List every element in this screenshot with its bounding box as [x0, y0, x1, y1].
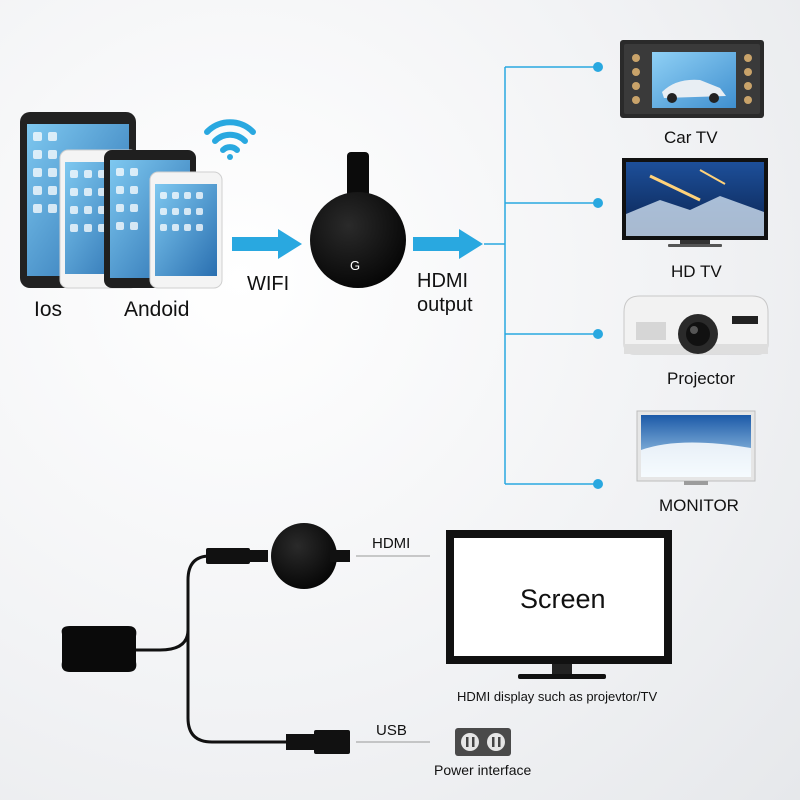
output-label-projector: Projector: [667, 369, 736, 388]
output-label-car-tv: Car TV: [664, 128, 718, 147]
projector-icon: [623, 295, 769, 355]
android-label: Andoid: [124, 298, 190, 321]
branch-dots: [593, 62, 603, 489]
power-caption: Power interface: [434, 762, 532, 778]
ios-app-grid: [33, 132, 106, 232]
android-app-grid: [116, 168, 203, 231]
tv-screen-icon: [446, 530, 672, 679]
usb-label: USB: [376, 722, 407, 739]
screen-text: Screen: [520, 584, 606, 614]
hdmi-output-label-line1: HDMI: [417, 270, 469, 292]
screen-caption: HDMI display such as projevtor/TV: [457, 689, 658, 704]
dongle-device-icon: [310, 152, 406, 288]
monitor-icon: [636, 410, 756, 485]
leader-lines: [356, 555, 430, 743]
cable-lines: [136, 554, 286, 744]
car-tv-icon: [620, 40, 764, 118]
output-branch-lines: [484, 66, 596, 485]
usb-a-female-connector-icon: [61, 626, 137, 672]
output-label-monitor: MONITOR: [659, 496, 739, 515]
arrow-right-icon: [232, 229, 302, 259]
hd-tv-icon: [622, 158, 768, 247]
wifi-icon: [204, 119, 256, 160]
output-label-hd-tv: HD TV: [671, 262, 722, 281]
ios-label: Ios: [34, 298, 63, 321]
hdmi-label: HDMI: [372, 535, 411, 552]
usb-connector-icon: [286, 730, 350, 754]
hdmi-connector-icon: [206, 548, 268, 564]
hdmi-output-label-line2: output: [417, 294, 473, 316]
dongle-letter: G: [350, 258, 361, 273]
power-outlet-icon: [455, 728, 511, 756]
wifi-label: WIFI: [247, 273, 290, 295]
dongle-device-icon: [271, 523, 350, 589]
arrow-right-icon: [413, 229, 483, 259]
